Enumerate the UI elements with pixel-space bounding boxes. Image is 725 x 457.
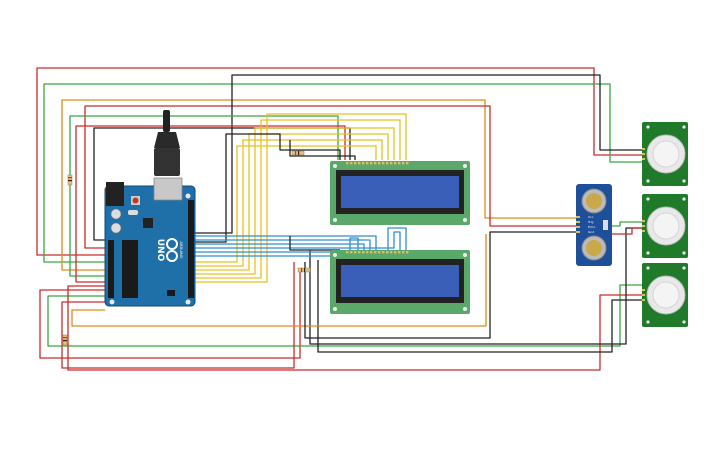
lcd-pin [394,251,397,254]
us-pin [576,221,580,223]
lcd-pin [362,162,365,165]
lcd-pin [398,251,401,254]
lcd-pin [390,251,393,254]
lcd-pin [382,251,385,254]
wire-black [289,236,340,251]
lcd-pin [406,251,409,254]
us-pin-label: Trig [587,220,593,224]
wire-yellow [195,127,395,275]
lcd-pin [378,162,381,165]
wire-orange [71,234,487,327]
resistor [67,174,73,186]
us-pin [576,231,580,233]
wire-black [289,140,356,160]
lcd-pin [350,162,353,165]
lcd-pin [366,251,369,254]
lcd-pin [362,251,365,254]
wire-blue [195,243,365,250]
us-pin-label: Echo [588,225,595,229]
wire-black [317,260,645,353]
wire-red [67,285,645,371]
wire-green [47,284,645,347]
ultrasonic-sensor: Vcc Trig Echo Gnd [576,184,612,266]
lcd-display-top [330,161,470,225]
lcd-pin [350,251,353,254]
pir-sensor [642,194,688,258]
wire-red [612,227,645,235]
arduino-model-label: UNO [155,239,165,262]
resistors [62,150,311,346]
lcd-pin [386,251,389,254]
lcd-pin [378,251,381,254]
arduino-uno-board: UNO ARDUINO [104,110,196,307]
us-pin-label: Gnd [588,230,594,234]
wire-red [39,270,301,359]
lcd-pin [374,251,377,254]
lcd-pin [402,162,405,165]
wire-yellow [195,113,407,283]
lcd-pin [374,162,377,165]
wire-yellow [195,139,383,267]
wires [36,67,645,371]
lcd-pin [402,251,405,254]
wire-blue [195,237,359,257]
lcd-pin [390,162,393,165]
wire-black [195,133,341,243]
wire-red [36,67,645,256]
wire-red [61,262,295,369]
lcd-pin [366,162,369,165]
lcd-pin [354,162,357,165]
lcd-pin [370,162,373,165]
wire-blue [195,235,377,250]
wire-blue [195,227,407,253]
wire-black [93,127,351,241]
wire-green [69,115,339,277]
lcd-pin [358,162,361,165]
pir-sensor [642,122,688,186]
resistor [291,150,305,156]
lcd-pin [394,162,397,165]
wire-green [43,83,645,263]
lcd-pin [398,162,401,165]
lcd-pin [354,251,357,254]
wire-blue [195,239,371,250]
wire-red [84,105,580,249]
lcd-pin [358,251,361,254]
pir-sensor [642,263,688,327]
resistor [297,267,311,273]
lcd-pin [386,162,389,165]
wire-black [304,231,580,339]
lcd-pin [382,162,385,165]
us-pin [576,216,580,218]
us-pin-label: Vcc [588,215,594,219]
us-pin [576,226,580,228]
lcd-pin [346,162,349,165]
lcd-pin [370,251,373,254]
wire-blue [195,231,401,250]
lcd-pin [406,162,409,165]
lcd-display-bottom [330,250,470,314]
wire-red [75,125,346,283]
pir-sensors [642,122,688,327]
wire-orange [61,99,580,271]
lcd-pin [346,251,349,254]
wire-yellow [195,145,377,263]
wire-green [612,221,645,227]
resistor [62,334,68,346]
wire-yellow [195,119,401,279]
arduino-brand-label: ARDUINO [179,242,183,259]
